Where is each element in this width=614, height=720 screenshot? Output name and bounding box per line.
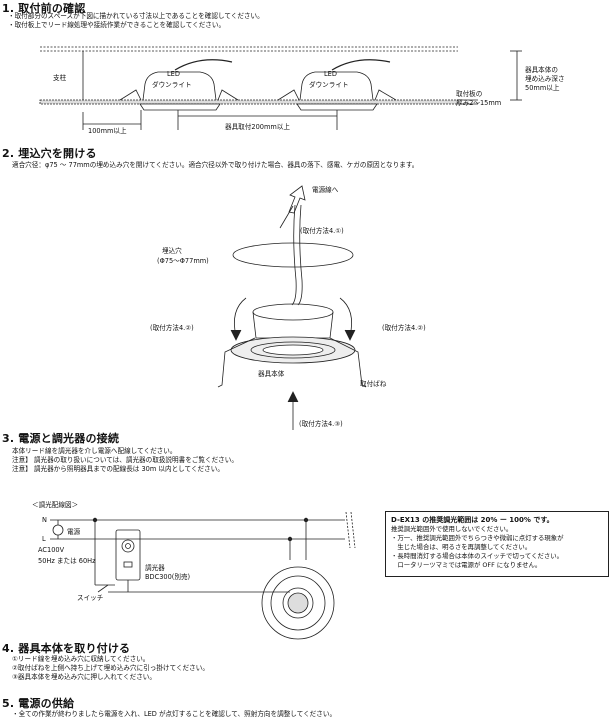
hole-label-1: 埋込穴 (162, 247, 182, 255)
ac-label-1: AC100V (38, 546, 65, 554)
pillar-label: 支柱 (53, 74, 67, 82)
board-label-2: 厚み2～15mm (456, 99, 502, 107)
hole-label-2: (Φ75～Φ77mm) (157, 257, 209, 265)
section-2-line: 適合穴径：φ75 ～ 77mmの埋め込み穴を開けてください。適合穴径以外で取り付… (12, 161, 419, 169)
power-label: 電源線へ (312, 186, 339, 194)
ceiling-diagram (39, 46, 522, 130)
depth-label-1: 器具本体の (525, 66, 558, 74)
depth-label-2: 埋め込み深さ (525, 75, 565, 83)
dim-100-label: 100mm以上 (88, 127, 127, 135)
section-4-title: 4. 器具本体を取り付ける (2, 642, 131, 655)
downlight-label-2: ダウンライト (309, 81, 349, 89)
section-3-title: 3. 電源と調光器の接続 (2, 432, 120, 445)
led-label-1: LED (167, 70, 180, 78)
l-label: L (42, 535, 46, 543)
method-2-label-right: (取付方法4.②) (382, 324, 426, 332)
dimming-notice-line-1: 推奨調光範囲外で使用しないでください。 (391, 525, 513, 533)
section-1-line-1: ・取付部分のスペースが下図に描かれている寸法以上であることを確認してください。 (8, 12, 264, 20)
depth-label-3: 50mm以上 (525, 84, 560, 92)
wiring-diagram (50, 511, 356, 640)
wiring-title: ＜調光配線図＞ (32, 501, 79, 509)
board-label-1: 取付板の (456, 90, 483, 98)
dimming-notice-line-4: ・長時間消灯する場合は本体のスイッチで切ってください。 (391, 552, 564, 560)
section-4-line-1: ①リード線を埋め込み穴に収納してください。 (12, 655, 150, 663)
dimmer-label-1: 調光器 (145, 564, 165, 572)
section-1-line-2: ・取付板上でリード線処理や接続作業ができることを確認してください。 (8, 21, 226, 29)
spring-label: 取付ばね (360, 380, 387, 388)
method-2-label-left: (取付方法4.②) (150, 324, 194, 332)
dim-200-label: 器具取付200mm以上 (225, 123, 290, 131)
body-label: 器具本体 (258, 370, 285, 378)
method-3-label: (取付方法4.③) (299, 420, 343, 428)
section-4-line-2: ②取付ばねを上側へ持ち上げて埋め込み穴に引っ掛けてください。 (12, 664, 209, 672)
section-2-title: 2. 埋込穴を開ける (2, 147, 97, 160)
section-3-line-3: 注意】 調光器から照明器具までの配線長は 30m 以内としてください。 (12, 465, 224, 473)
section-5-title: 5. 電源の供給 (2, 697, 75, 710)
dimmer-label-2: BDC300(別売) (145, 573, 191, 581)
section-3-line-1: 本体リード線を調光器を介し電源へ配線してください。 (12, 447, 177, 455)
method-1-label: (取付方法4.①) (300, 227, 344, 235)
ac-label-2: 50Hz または 60Hz (38, 557, 96, 565)
dimming-notice-line-2: ・万一、推奨調光範囲外でちらつきや微弱に点灯する現象が (391, 534, 564, 542)
dimming-notice-line-3: 生じた場合は、明るさを再調整してください。 (391, 543, 532, 551)
dimming-notice-title: D-EX13 の推奨調光範囲は 20% ー 100% です。 (391, 516, 554, 524)
section-5-line: ・全ての作業が終わりましたら電源を入れ、LED が点灯することを確認して、照射方… (12, 710, 337, 718)
led-label-2: LED (324, 70, 337, 78)
dimming-notice-box: D-EX13 の推奨調光範囲は 20% ー 100% です。 推奨調光範囲外で使… (385, 511, 609, 577)
section-3-line-2: 注意】 調光器の取り扱いについては、調光器の取扱説明書をご覧ください。 (12, 456, 238, 464)
n-label: N (42, 516, 47, 524)
install-diagram (217, 185, 367, 430)
switch-label: スイッチ (77, 594, 104, 602)
section-4-line-3: ③器具本体を埋め込み穴に押し入れてください。 (12, 673, 156, 681)
downlight-label-1: ダウンライト (152, 81, 192, 89)
source-label: 電源 (67, 528, 81, 536)
dimming-notice-line-5: ロータリーツマミでは電源が OFF になりません。 (391, 561, 542, 569)
section-1-title: 1. 取付前の確認 (2, 2, 86, 15)
